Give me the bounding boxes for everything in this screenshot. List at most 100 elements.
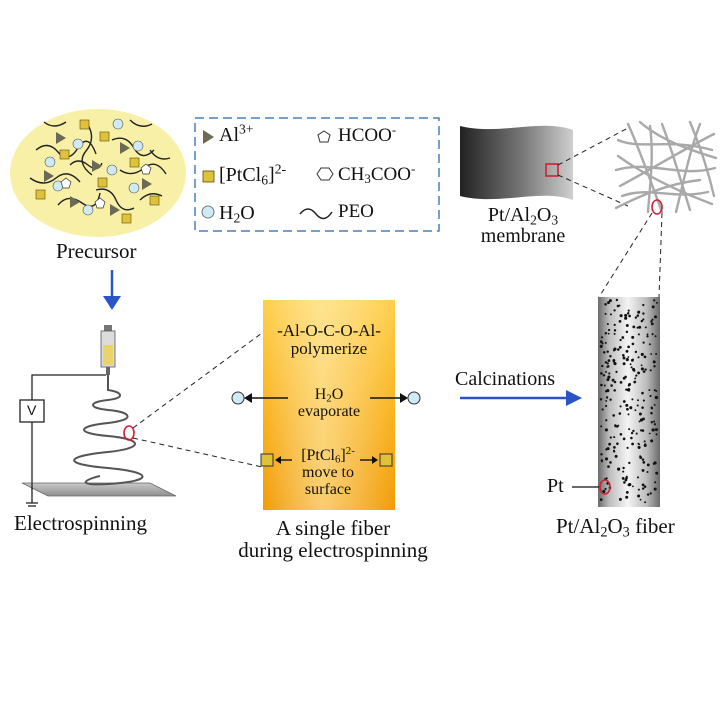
pt-particle xyxy=(600,460,603,463)
pt-highlight xyxy=(599,479,611,495)
pt-particle xyxy=(632,325,636,329)
voltmeter-box xyxy=(19,399,45,423)
pt-particle xyxy=(610,384,613,387)
ptcl-right xyxy=(379,453,393,467)
pt-particle xyxy=(651,305,655,309)
pt-particle xyxy=(636,404,639,407)
pt-particle xyxy=(627,309,630,312)
pt-particle xyxy=(636,476,640,479)
zoom-lines-membrane xyxy=(557,127,629,207)
pt-particle xyxy=(613,380,617,384)
pt-particle xyxy=(624,478,628,482)
ptcl-ion-marker xyxy=(79,119,90,130)
pt-particle xyxy=(625,475,628,478)
water-molecule-marker xyxy=(82,204,94,216)
pt-particle xyxy=(641,391,644,395)
pt-particle xyxy=(627,312,629,315)
ptcl-ion-marker xyxy=(129,157,140,168)
pt-particle xyxy=(646,333,649,336)
pt-particle xyxy=(649,394,652,398)
pt-particle xyxy=(641,458,645,461)
pt-particle xyxy=(653,423,657,426)
pt-particle xyxy=(646,471,649,473)
al-ion-marker xyxy=(56,132,66,144)
pt-particle xyxy=(652,360,656,364)
pt-particle xyxy=(633,380,637,384)
pt-al2o3-fiber-cylinder xyxy=(572,297,660,507)
legend-hcoo-label: HCOO- xyxy=(338,121,397,146)
pt-particle xyxy=(613,329,617,332)
legend-ch3coo-marker xyxy=(316,167,334,181)
pt-particle xyxy=(653,365,656,368)
pt-particle xyxy=(642,399,645,402)
pt-particle xyxy=(621,353,625,357)
water-molecule-marker xyxy=(128,182,140,194)
pt-particle xyxy=(609,398,612,401)
pt-particle xyxy=(622,400,626,403)
ptcl-ion-marker xyxy=(35,189,46,200)
pt-particle xyxy=(643,485,647,488)
pt-al2o3-membrane xyxy=(460,125,573,200)
pt-particle xyxy=(606,322,609,326)
pt-particle xyxy=(637,356,640,359)
evaporating-water-right xyxy=(407,391,421,405)
pt-particle xyxy=(634,409,637,412)
pt-particle xyxy=(604,390,608,393)
pt-particle xyxy=(641,487,645,490)
pt-particle xyxy=(637,310,641,314)
pt-particle xyxy=(629,406,633,410)
fiber-caption: Pt/Al2O3 fiber xyxy=(556,514,675,541)
pt-particle xyxy=(618,412,622,415)
pt-particle xyxy=(622,466,625,470)
calcinations-arrow xyxy=(460,390,582,406)
pt-particle xyxy=(640,429,643,432)
pt-particle xyxy=(638,325,642,329)
pt-particle xyxy=(605,370,607,373)
pt-particle xyxy=(638,420,641,423)
pt-particle xyxy=(607,301,610,305)
pt-particle xyxy=(631,398,634,401)
pt-particle xyxy=(654,395,658,400)
pt-particle xyxy=(618,345,622,349)
pt-particle xyxy=(651,428,655,432)
pt-particle xyxy=(599,398,603,401)
ptcl-left xyxy=(260,453,274,467)
polymerize-text: -Al-O-C-O-Al- polymerize xyxy=(277,321,381,358)
pt-particle xyxy=(640,352,644,356)
pt-particle xyxy=(607,328,611,332)
membrane-label: Pt/Al2O3 membrane xyxy=(480,204,566,247)
fiber-jet xyxy=(73,375,144,486)
pt-particle xyxy=(625,403,629,407)
legend-ptcl-label: [PtCl6]2- xyxy=(219,161,287,188)
pt-particle xyxy=(646,493,650,496)
electrospinning-setup xyxy=(19,325,177,507)
pt-particle xyxy=(631,485,634,488)
pt-particle xyxy=(643,443,647,448)
pt-particle xyxy=(616,442,619,445)
pt-particle xyxy=(604,312,607,315)
ptcl-ion-marker xyxy=(97,177,108,188)
pt-particle xyxy=(642,318,645,321)
pt-particle xyxy=(642,461,646,464)
pt-particle xyxy=(640,364,643,367)
pt-particle xyxy=(604,428,608,432)
pt-particle xyxy=(605,419,608,422)
legend xyxy=(194,117,440,232)
zoom-lines-fiber xyxy=(132,332,263,468)
legend-ptcl-marker xyxy=(202,170,215,183)
pt-particle xyxy=(654,481,657,484)
pt-particle xyxy=(607,375,611,379)
pt-particle xyxy=(625,490,629,494)
pt-particle xyxy=(635,374,638,377)
pt-particle xyxy=(615,298,619,302)
pt-particle xyxy=(600,336,604,339)
pt-particle xyxy=(634,377,637,380)
pt-particle xyxy=(641,468,645,472)
pt-particle xyxy=(625,349,629,353)
fiber-network xyxy=(614,120,718,214)
pt-particle xyxy=(642,341,645,344)
pt-particle xyxy=(648,432,651,435)
pt-particle xyxy=(615,370,618,374)
pt-particle xyxy=(639,456,643,459)
